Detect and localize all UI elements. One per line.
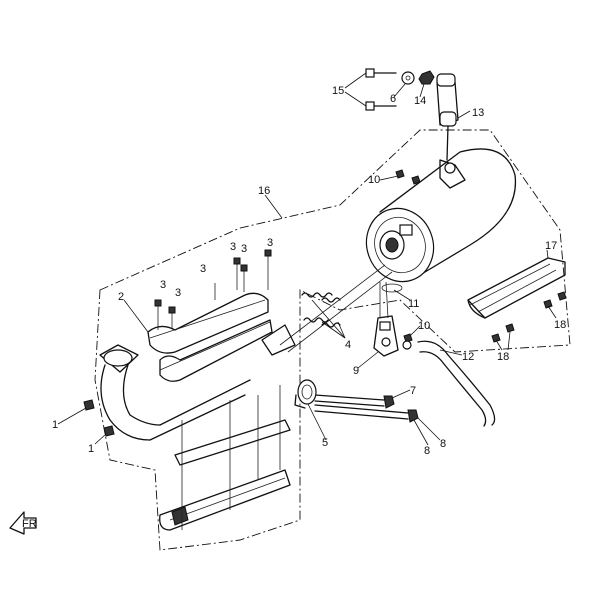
callout-17: 17 (545, 240, 557, 252)
callout-16: 16 (258, 185, 270, 197)
orientation-label: FR (22, 518, 37, 530)
callout-13: 13 (472, 107, 484, 119)
callout-8a: 8 (424, 445, 430, 457)
callout-6: 6 (390, 93, 396, 105)
bolt-part-7 (314, 394, 395, 409)
gasket-part-11 (381, 283, 403, 293)
muffler (365, 148, 517, 283)
hanger-bracket-part-13 (436, 73, 459, 161)
heat-shield-lower-part-3 (159, 419, 291, 531)
heat-shield-bolts-part-3 (154, 249, 281, 530)
flange-bracket-part-9 (373, 281, 399, 357)
callout-10a: 10 (368, 174, 380, 186)
heat-shield-upper-part-3 (147, 292, 273, 382)
callout-7: 7 (410, 385, 416, 397)
nuts-part-18 (491, 291, 567, 343)
callout-10b: 10 (418, 320, 430, 332)
nut-part-14 (418, 70, 435, 85)
bolts-part-10-upper (395, 169, 421, 185)
callout-12: 12 (462, 351, 474, 363)
front-direction-arrow: FR (9, 511, 37, 535)
clamp-part-5 (294, 379, 317, 409)
link-rod (261, 264, 393, 356)
callout-3d: 3 (230, 241, 236, 253)
callout-5: 5 (322, 437, 328, 449)
exhaust-header-part-2 (99, 344, 251, 441)
callout-11: 11 (408, 298, 419, 310)
callout-14: 14 (414, 95, 426, 107)
springs-part-4 (301, 292, 341, 328)
leader-lines (57, 72, 557, 446)
callout-numbers: 1 1 2 3 3 3 3 3 3 4 5 6 7 8 8 9 10 10 11… (52, 85, 566, 457)
callout-1b: 1 (88, 443, 94, 455)
callout-3c: 3 (200, 263, 206, 275)
bolt-part-10-lower (402, 333, 413, 350)
callout-3b: 3 (175, 287, 181, 299)
callout-3a: 3 (160, 279, 166, 291)
callout-18b: 18 (554, 319, 566, 331)
callout-3e: 3 (241, 243, 247, 255)
callout-15: 15 (332, 85, 344, 97)
callout-2: 2 (118, 291, 124, 303)
callout-18a: 18 (497, 351, 509, 363)
callout-8b: 8 (440, 438, 446, 450)
washer-part-6 (401, 71, 415, 85)
heat-shield-part-17 (467, 257, 566, 319)
bolt-part-8 (314, 404, 419, 423)
callout-4: 4 (345, 339, 351, 351)
nuts-part-1 (83, 399, 115, 437)
hose-part-12 (417, 340, 496, 427)
callout-9: 9 (353, 365, 359, 377)
callout-1a: 1 (52, 419, 58, 431)
assembly-boundary (94, 129, 571, 551)
callout-3f: 3 (267, 237, 273, 249)
